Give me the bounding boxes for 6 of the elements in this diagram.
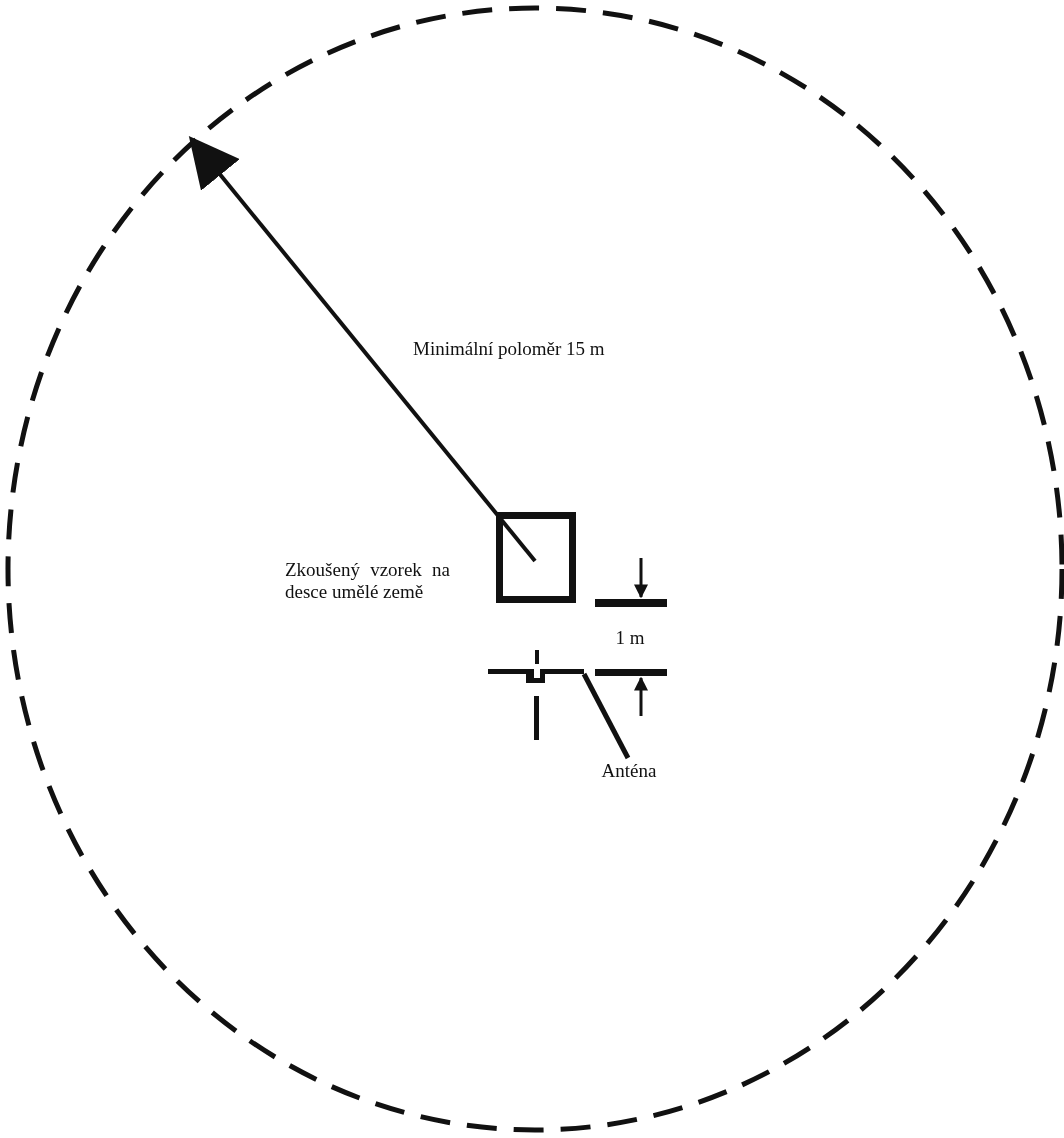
leader-line (581, 672, 631, 760)
antenna-symbol (488, 648, 584, 742)
antenna-label: Anténa (590, 758, 668, 784)
dimension-label: 1 m (614, 627, 646, 649)
dimension-label: Minimální poloměr 15 m (413, 338, 605, 360)
sample-caption: Zkoušený vzorek na desce umělé země (285, 559, 450, 603)
